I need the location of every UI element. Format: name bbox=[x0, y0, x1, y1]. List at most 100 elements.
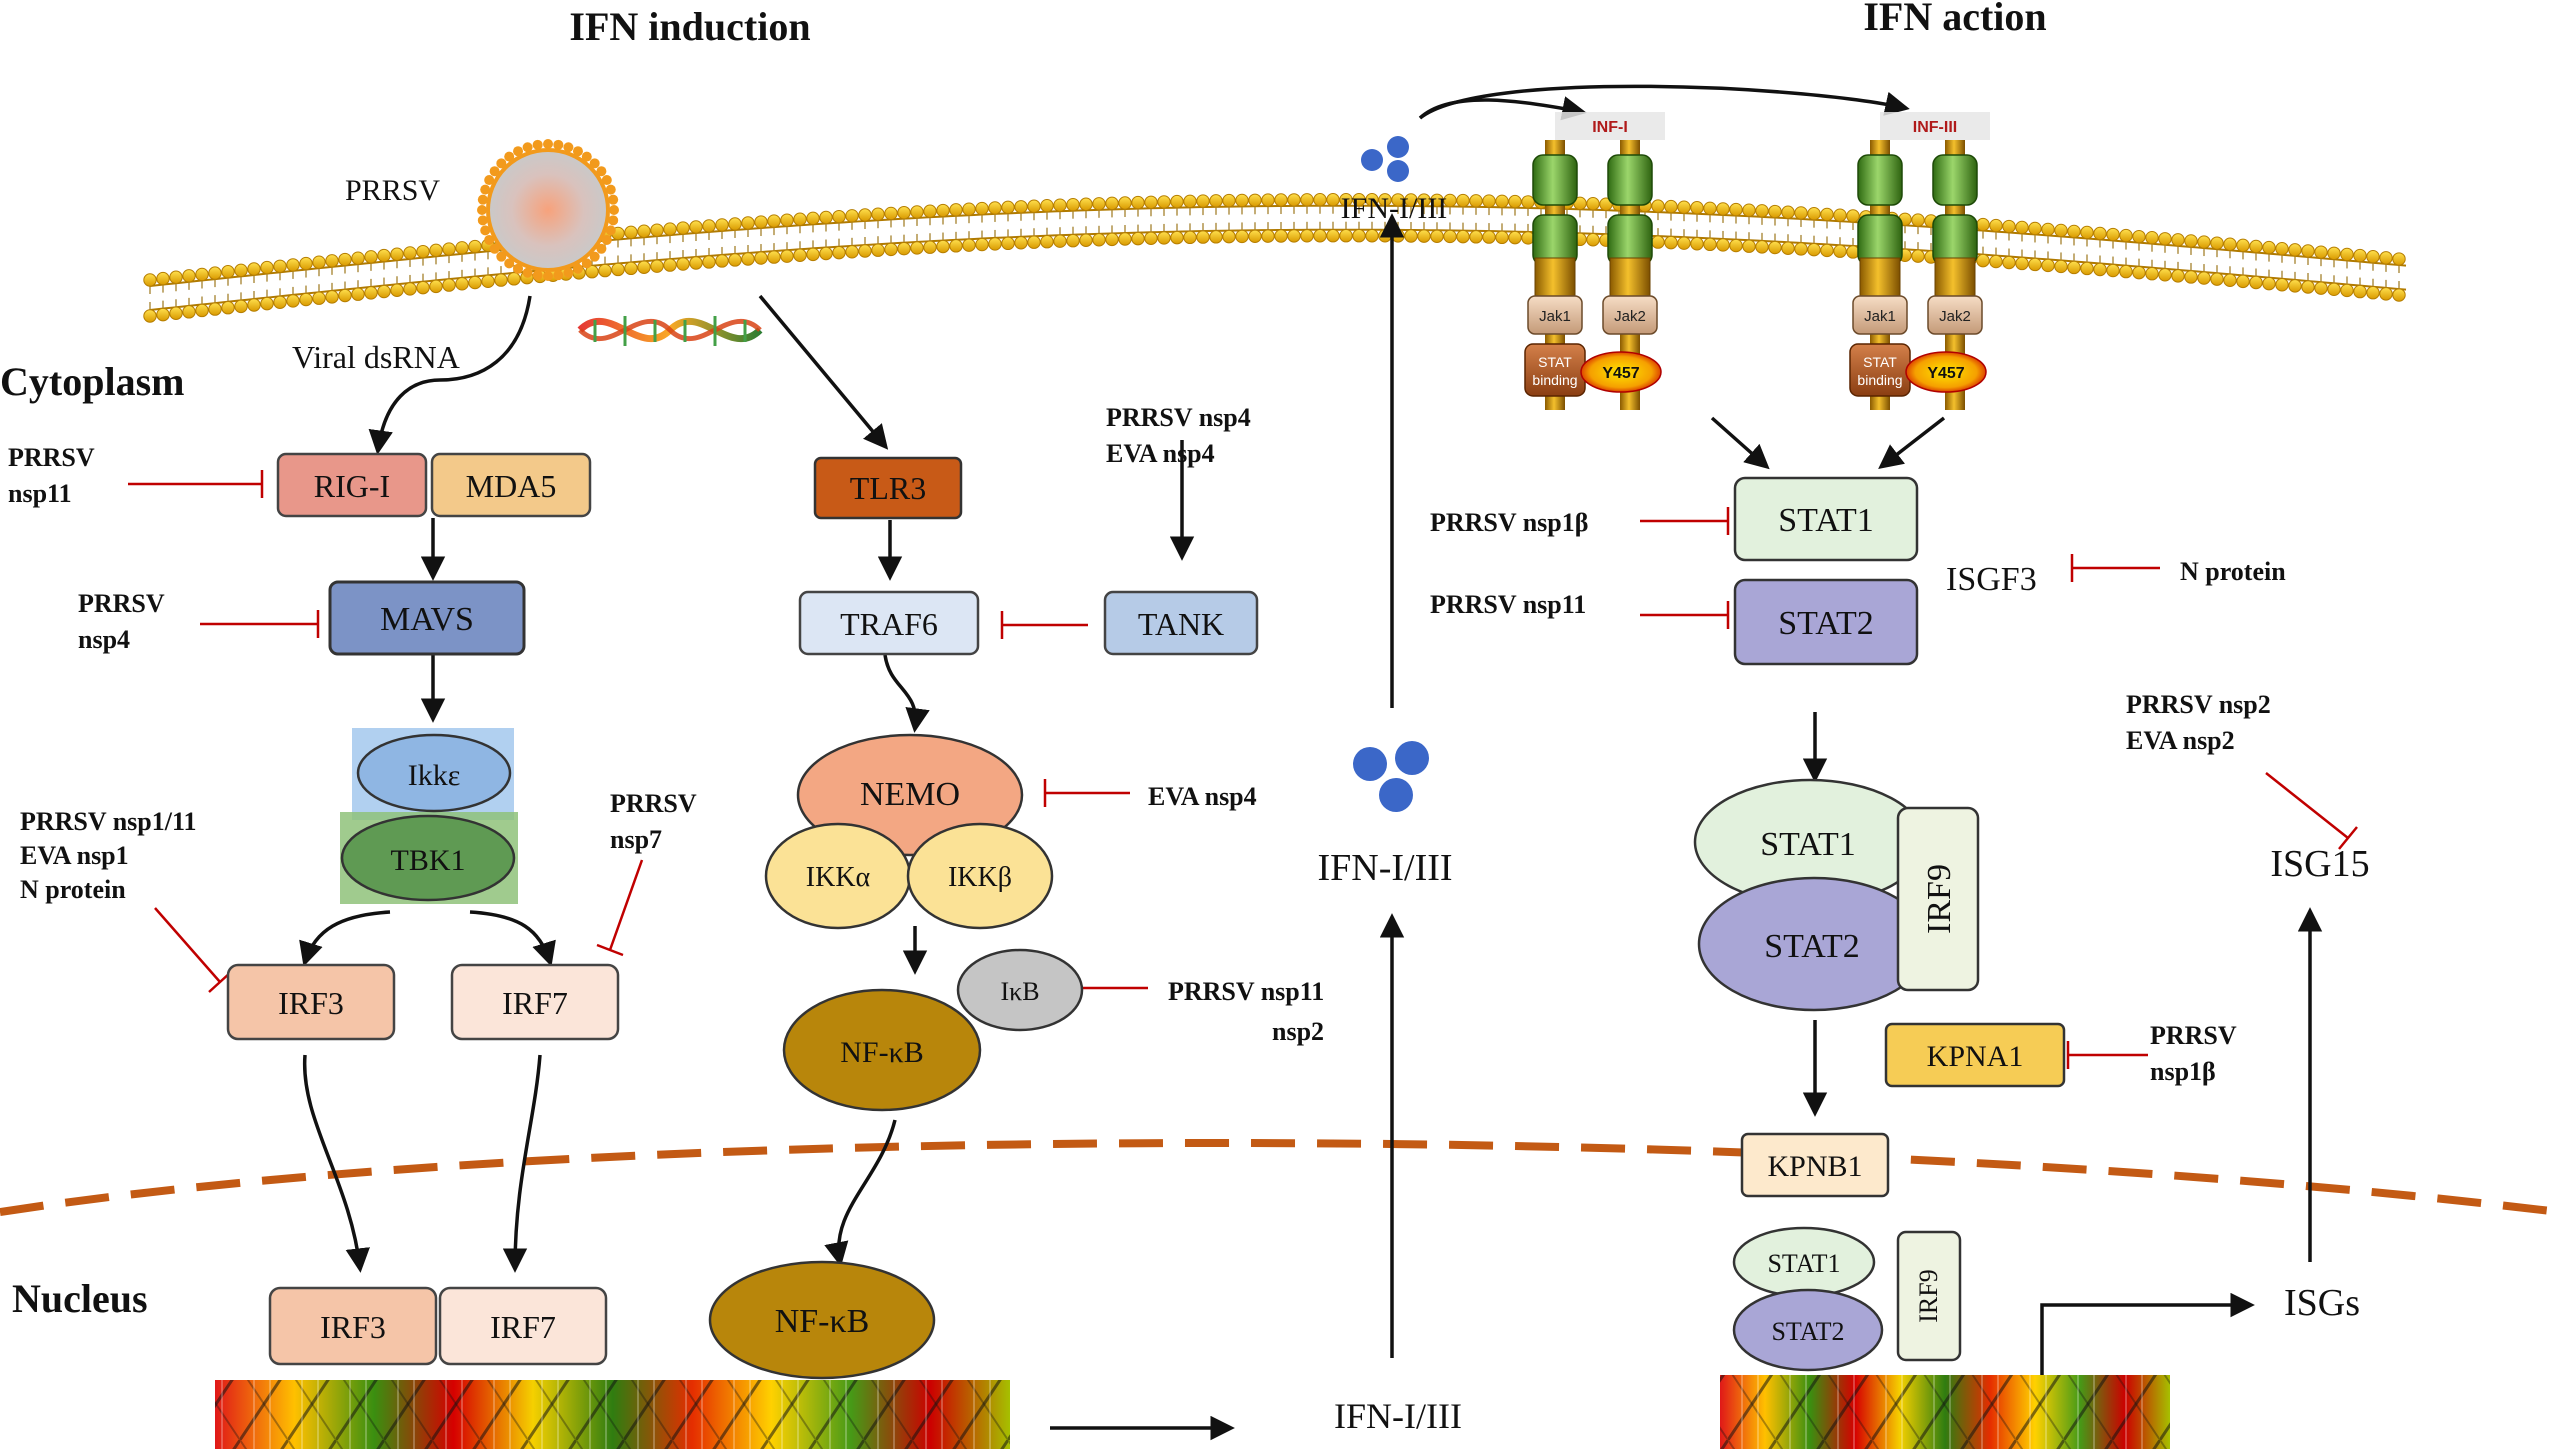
cytoplasm-label: Cytoplasm bbox=[0, 359, 184, 404]
rig-i-node: RIG-I bbox=[276, 452, 428, 518]
svg-text:IκB: IκB bbox=[1000, 977, 1039, 1006]
ifn-middle-label: IFN-I/III bbox=[1317, 847, 1452, 889]
kpnb1-node: KPNB1 bbox=[1740, 1132, 1890, 1198]
svg-text:IRF7: IRF7 bbox=[502, 985, 568, 1021]
ikke-node: Ikkε bbox=[356, 733, 512, 813]
svg-text:NF-κB: NF-κB bbox=[840, 1036, 923, 1069]
svg-text:NF-κB: NF-κB bbox=[775, 1303, 870, 1340]
irf3-node: IRF3 bbox=[226, 963, 396, 1041]
svg-text:KPNA1: KPNA1 bbox=[1927, 1040, 2024, 1073]
mavs-node: MAVS bbox=[328, 580, 526, 656]
nuclear-stat2-label: STAT2 bbox=[1771, 1317, 1844, 1346]
stat1-node: STAT1 bbox=[1733, 476, 1919, 562]
inhibitor-isgf3-label: N protein bbox=[2180, 557, 2286, 586]
nuclear-envelope bbox=[0, 1139, 2559, 1216]
svg-text:INF-III: INF-III bbox=[1913, 119, 1957, 136]
dsrna-helix-icon bbox=[577, 316, 763, 346]
inhibitor-tank-line2: EVA nsp4 bbox=[1106, 439, 1215, 468]
traf6-node: TRAF6 bbox=[798, 590, 980, 656]
inhibition-lines bbox=[128, 470, 2358, 1069]
inhibitor-rig-line1: PRRSV bbox=[8, 443, 95, 472]
ikka-node: IKKα bbox=[764, 822, 912, 930]
inhibitor-isg15-line2: EVA nsp2 bbox=[2126, 726, 2235, 755]
ifn-top-label: IFN-I/III bbox=[1341, 192, 1448, 225]
mda5-node: MDA5 bbox=[430, 452, 592, 518]
isgf3-stat1-label: STAT1 bbox=[1760, 826, 1856, 863]
inhibitor-rig-line2: nsp11 bbox=[8, 479, 72, 508]
inhibitor-mavs-line1: PRRSV bbox=[78, 589, 165, 618]
svg-text:Jak1: Jak1 bbox=[1539, 308, 1571, 325]
inhibitor-stat1-label: PRRSV nsp1β bbox=[1430, 508, 1588, 537]
ifn-gene-dna-strip bbox=[215, 1380, 1010, 1449]
inhibitor-kpna1-line1: PRRSV bbox=[2150, 1021, 2237, 1050]
svg-text:Y457: Y457 bbox=[1927, 365, 1964, 382]
ifn-induction-title: IFN induction bbox=[569, 4, 810, 49]
ifn-bottom-label: IFN-I/III bbox=[1334, 1396, 1462, 1436]
svg-text:Y457: Y457 bbox=[1602, 365, 1639, 382]
inhibitor-kpna1-line2: nsp1β bbox=[2150, 1057, 2216, 1086]
prrsv-virus-label: PRRSV bbox=[345, 174, 440, 207]
svg-text:STAT2: STAT2 bbox=[1778, 605, 1874, 642]
nuclear-irf9-label: IRF9 bbox=[1914, 1269, 1943, 1322]
inhibitor-irf7-line1: PRRSV bbox=[610, 789, 697, 818]
svg-text:binding: binding bbox=[1857, 372, 1902, 388]
ifn-particles-top bbox=[1361, 136, 1409, 182]
inhibitor-irf7-line2: nsp7 bbox=[610, 825, 662, 854]
svg-text:TLR3: TLR3 bbox=[850, 470, 926, 506]
irf7-nuclear-node: IRF7 bbox=[438, 1286, 608, 1366]
svg-text:STAT1: STAT1 bbox=[1778, 502, 1874, 539]
svg-text:IKKα: IKKα bbox=[806, 862, 871, 893]
ifn-action-title: IFN action bbox=[1863, 0, 2046, 39]
svg-text:IRF7: IRF7 bbox=[490, 1309, 556, 1345]
inhibitor-stat2-label: PRRSV nsp11 bbox=[1430, 590, 1586, 619]
isgs-label: ISGs bbox=[2284, 1282, 2360, 1324]
nfkb-cytoplasmic-node: NF-κB bbox=[782, 988, 982, 1112]
ifn-particles-middle bbox=[1353, 741, 1429, 812]
svg-text:KPNB1: KPNB1 bbox=[1767, 1150, 1862, 1183]
ikkb-node: IKKβ bbox=[906, 822, 1054, 930]
svg-text:Jak2: Jak2 bbox=[1939, 308, 1971, 325]
svg-text:IKKβ: IKKβ bbox=[948, 862, 1012, 893]
tank-node: TANK bbox=[1103, 590, 1259, 656]
isg-dna-strip bbox=[1720, 1375, 2170, 1449]
inhibitor-isg15-line1: PRRSV nsp2 bbox=[2126, 690, 2271, 719]
svg-text:Jak2: Jak2 bbox=[1614, 308, 1646, 325]
svg-text:STAT: STAT bbox=[1538, 354, 1572, 370]
inhibitor-mavs-line2: nsp4 bbox=[78, 625, 130, 654]
svg-text:TANK: TANK bbox=[1138, 606, 1224, 642]
svg-text:Jak1: Jak1 bbox=[1864, 308, 1896, 325]
ikb-node: IκB bbox=[956, 948, 1084, 1032]
isgf3-stat2-label: STAT2 bbox=[1764, 928, 1860, 965]
svg-text:binding: binding bbox=[1532, 372, 1577, 388]
isg15-label: ISG15 bbox=[2270, 843, 2369, 885]
stat2-node: STAT2 bbox=[1733, 578, 1919, 666]
tlr3-node: TLR3 bbox=[813, 456, 963, 520]
isgf3-label: ISGF3 bbox=[1946, 561, 2037, 598]
svg-text:TBK1: TBK1 bbox=[391, 844, 466, 877]
nuclear-stat1-label: STAT1 bbox=[1767, 1249, 1840, 1278]
nucleus-label: Nucleus bbox=[12, 1276, 148, 1321]
isgf3-irf9-label: IRF9 bbox=[1921, 864, 1958, 934]
svg-text:STAT: STAT bbox=[1863, 354, 1897, 370]
svg-text:RIG-I: RIG-I bbox=[314, 468, 390, 504]
inhibitor-ikb-line2: nsp2 bbox=[1272, 1017, 1324, 1046]
svg-text:IRF3: IRF3 bbox=[320, 1309, 386, 1345]
svg-text:IRF3: IRF3 bbox=[278, 985, 344, 1021]
svg-text:TRAF6: TRAF6 bbox=[840, 606, 938, 642]
irf7-node: IRF7 bbox=[450, 963, 620, 1041]
svg-text:MDA5: MDA5 bbox=[466, 468, 557, 504]
inhibitor-tank-line1: PRRSV nsp4 bbox=[1106, 403, 1251, 432]
inhibitor-nemo-label: EVA nsp4 bbox=[1148, 782, 1257, 811]
kpna1-node: KPNA1 bbox=[1884, 1022, 2066, 1088]
nfkb-nuclear-node: NF-κB bbox=[708, 1260, 936, 1380]
svg-text:Ikkε: Ikkε bbox=[408, 759, 461, 792]
inhibitor-irf3-line1: PRRSV nsp1/11 bbox=[20, 807, 197, 836]
viral-dsrna-label: Viral dsRNA bbox=[292, 339, 460, 375]
prrsv-virion bbox=[477, 139, 619, 281]
irf3-nuclear-node: IRF3 bbox=[268, 1286, 438, 1366]
svg-text:INF-I: INF-I bbox=[1592, 119, 1628, 136]
isgf3-complex-nuclear: STAT1 STAT2 IRF9 bbox=[1732, 1226, 1962, 1372]
tbk1-node: TBK1 bbox=[340, 814, 516, 902]
